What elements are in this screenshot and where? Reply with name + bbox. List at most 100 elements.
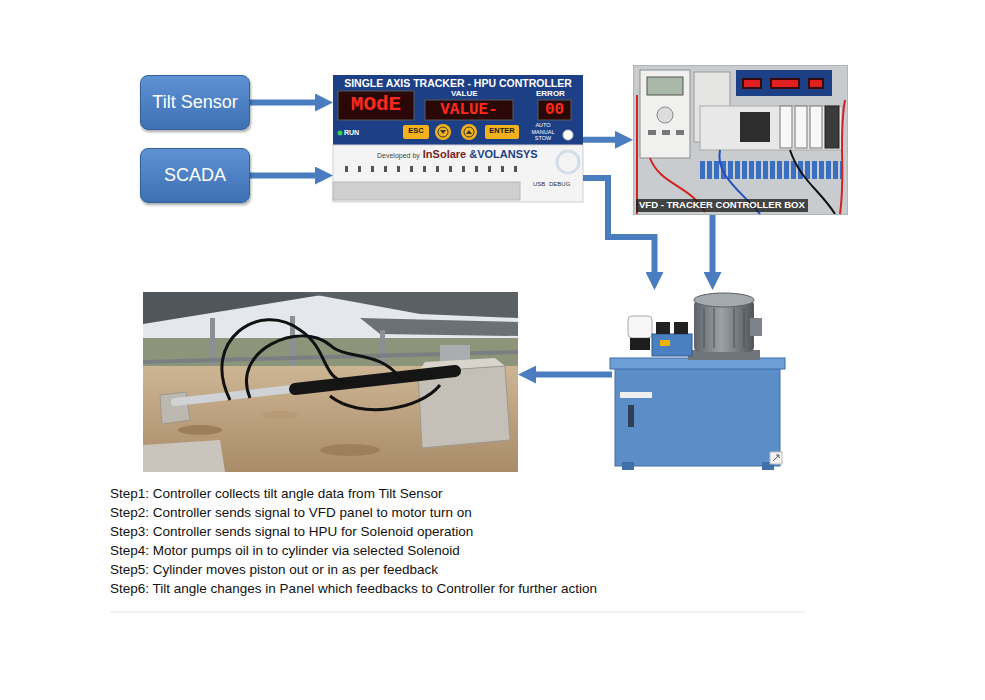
hydraulic-power-unit-part xyxy=(615,368,780,466)
vfd-cabinet-photo-part xyxy=(662,130,670,135)
controller-panel-art xyxy=(333,75,583,202)
display-label: VALUE xyxy=(451,89,478,98)
node-label: Tilt Sensor xyxy=(152,92,237,113)
hydraulic-power-unit-part xyxy=(694,293,754,307)
controller-panel-art-part xyxy=(563,130,573,140)
vfd-cabinet-photo-part xyxy=(657,107,673,123)
hydraulic-power-unit-part xyxy=(714,308,715,348)
hydraulic-power-unit-part xyxy=(734,308,735,348)
field-cylinder-photo-part xyxy=(246,336,400,398)
hydraulic-power-unit-part xyxy=(630,338,650,350)
controller-panel-art-part xyxy=(464,127,474,137)
field-cylinder-photo-part xyxy=(300,292,518,318)
hpu-unit xyxy=(612,290,782,470)
credit-row: Developed byInSolare&VOLANSYS xyxy=(377,148,538,161)
controller-panel: SINGLE AXIS TRACKER - HPU CONTROLLER MOdE… xyxy=(333,75,583,202)
controller-panel-art-part xyxy=(538,100,571,120)
field-cylinder-photo-part xyxy=(222,320,350,400)
field-cylinder-photo-part xyxy=(330,385,440,410)
port-label: USB xyxy=(533,181,545,188)
controller-panel-art-part xyxy=(440,130,446,134)
hydraulic-power-unit-part xyxy=(660,340,670,346)
vfd-cabinet-photo-part xyxy=(808,78,824,89)
vfd-cabinet-photo-part xyxy=(780,106,792,148)
flow-arrow xyxy=(583,178,655,280)
controller-panel-art-part xyxy=(425,100,513,120)
field-cylinder-photo-part xyxy=(262,411,298,419)
hydraulic-power-unit-part xyxy=(656,322,670,334)
controller-panel-art-part xyxy=(438,127,448,137)
controller-panel-art-part xyxy=(345,166,520,172)
vfd-cabinet-photo-part xyxy=(772,80,798,87)
field-cylinder-photo-part xyxy=(320,444,380,456)
field-cylinder-photo-part xyxy=(295,371,455,389)
vfd-cabinet-photo-part xyxy=(810,80,822,87)
step-text: Step4: Motor pumps oil in to cylinder vi… xyxy=(110,543,460,559)
field-photo xyxy=(143,292,518,472)
photo-caption: VFD - TRACKER CONTROLLER BOX xyxy=(636,199,808,212)
field-cylinder-photo-part xyxy=(175,388,300,402)
controller-panel-art-part xyxy=(333,182,520,200)
controller-panel-art-part xyxy=(403,125,429,139)
input-box: SCADA xyxy=(140,148,250,203)
hydraulic-power-unit-part xyxy=(628,316,652,338)
hydraulic-power-unit-part xyxy=(652,334,692,356)
controller-panel-art-part xyxy=(338,91,414,120)
field-cylinder-photo xyxy=(143,292,518,472)
hydraulic-power-unit xyxy=(610,293,785,470)
display-label: ERROR xyxy=(536,89,565,98)
vfd-cabinet-photo-part xyxy=(633,65,848,215)
hydraulic-power-unit-part xyxy=(628,405,634,427)
vfd-cabinet-photo-part xyxy=(825,106,839,148)
field-cylinder-photo-part xyxy=(143,440,225,472)
button-label: ENTER xyxy=(485,127,519,136)
vfd-cabinet-photo-part xyxy=(744,80,760,87)
flow-arrow xyxy=(583,137,623,143)
controller-panel-art-part xyxy=(338,131,343,136)
controller-panel-art-part xyxy=(485,125,519,139)
controller-panel-art-part xyxy=(557,151,579,173)
hydraulic-power-unit-part xyxy=(622,462,634,470)
hydraulic-power-unit-part xyxy=(773,455,779,461)
step-text: Step1: Controller collects tilt angle da… xyxy=(110,486,442,502)
display-digits: MOdE xyxy=(338,93,414,117)
vfd-cabinet-photo-part xyxy=(636,95,638,214)
vfd-cabinet-photo-part xyxy=(640,70,690,158)
flow-arrow xyxy=(250,173,323,179)
vfd-cabinet-photo-part xyxy=(647,77,683,95)
field-cylinder-photo-part xyxy=(210,318,215,370)
vfd-cabinet-photo-part xyxy=(795,106,807,148)
mode-switch-label: AUTO MANUAL STOW xyxy=(526,122,560,142)
step-text: Step5: Cylinder moves piston out or in a… xyxy=(110,562,438,578)
field-cylinder-photo-part xyxy=(143,366,518,472)
hydraulic-power-unit-part xyxy=(744,308,745,348)
hydraulic-power-unit-part xyxy=(620,392,652,398)
vfd-cabinet-photo-part xyxy=(736,70,832,96)
controller-panel-art-part xyxy=(466,130,472,134)
controller-panel-art-part xyxy=(435,124,451,140)
vfd-cabinet-photo-part xyxy=(810,106,822,148)
field-cylinder-photo-part xyxy=(143,292,340,324)
step-text: Step6: Tilt angle changes in Panel which… xyxy=(110,581,597,597)
step-text: Step2: Controller sends signal to VFD pa… xyxy=(110,505,472,521)
button-label: ESC xyxy=(403,127,429,136)
input-box: Tilt Sensor xyxy=(140,75,250,130)
field-cylinder-photo-part xyxy=(178,425,222,435)
hydraulic-power-unit-part xyxy=(770,452,782,464)
vfd-cabinet-photo xyxy=(633,65,848,215)
port-label: DEBUG xyxy=(549,181,570,188)
vfd-cabinet-photo-part xyxy=(700,106,842,150)
vfd-cabinet-photo-part xyxy=(676,130,684,135)
hydraulic-power-unit-part xyxy=(750,318,762,336)
display-digits: 00 xyxy=(538,101,571,119)
panel-title: SINGLE AXIS TRACKER - HPU CONTROLLER xyxy=(333,77,583,89)
controller-panel-art-part xyxy=(461,124,477,140)
company-logo: InSolare xyxy=(423,148,466,161)
company-logo: &VOLANSYS xyxy=(469,148,537,161)
vfd-cabinet-photo-part xyxy=(633,65,848,215)
controller-panel-art-part xyxy=(333,75,583,145)
credit-text: Developed by xyxy=(377,152,420,160)
hydraulic-power-unit-part xyxy=(674,322,688,334)
hydraulic-power-unit-part xyxy=(694,300,754,352)
